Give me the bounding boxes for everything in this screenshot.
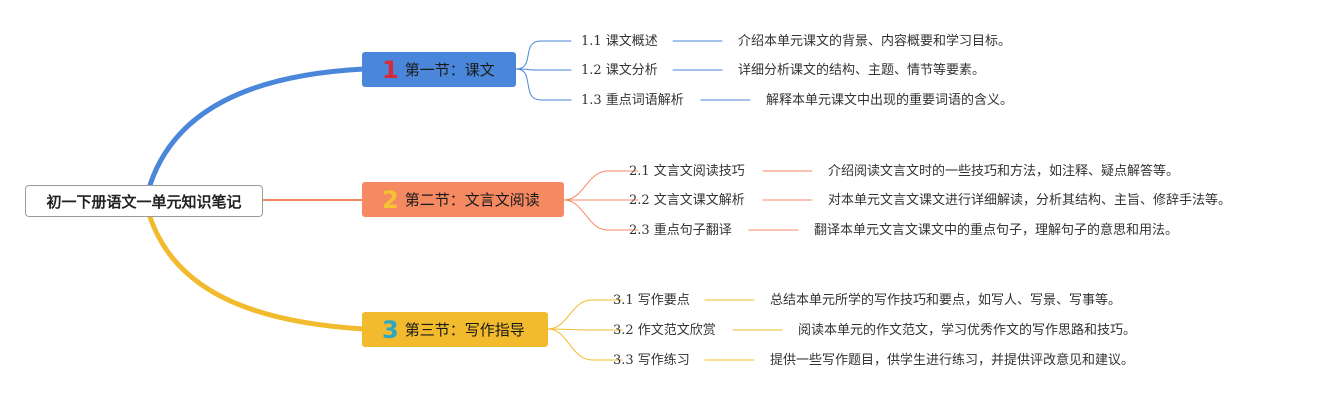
connector-1-2 [515,68,572,71]
section-title-3: 第三节：写作指导 [404,321,525,339]
section-title-2: 第二节：文言文阅读 [404,191,540,209]
connector-1-1 [515,40,572,70]
item-desc-1-2: 详细分析课文的结构、主题、情节等要素。 [738,63,986,78]
item-desc-2-3: 翻译本单元文言文课文中的重点句子，理解句子的意思和用法。 [814,223,1179,238]
item-desc-3-2: 阅读本单元的作文范文，学习优秀作文的写作思路和技巧。 [798,323,1137,338]
item-desc-1-1: 介绍本单元课文的背景、内容概要和学习目标。 [738,34,1012,49]
item-label-1-2: 1.2 课文分析 [581,63,658,78]
item-desc-2-1: 介绍阅读文言文时的一些技巧和方法，如注释、疑点解答等。 [828,164,1180,179]
connector-3-1 [547,299,623,330]
section-node-3[interactable]: 3 第三节：写作指导 [362,312,548,347]
section-number-1: 1 [382,55,399,84]
section-node-1[interactable]: 1 第一节：课文 [362,52,516,87]
item-label-3-2: 3.2 作文范文欣赏 [613,323,716,338]
connector-3-2 [547,328,623,331]
item-desc-1-3: 解释本单元课文中出现的重要词语的含义。 [766,93,1014,108]
item-label-3-3: 3.3 写作练习 [613,353,690,368]
section-number-2: 2 [382,185,399,214]
item-label-2-1: 2.1 文言文阅读技巧 [629,164,745,179]
root-title: 初一下册语文一单元知识笔记 [46,192,242,211]
item-desc-3-1: 总结本单元所学的写作技巧和要点，如写人、写景、写事等。 [770,293,1122,308]
item-label-3-1: 3.1 写作要点 [613,293,690,308]
item-label-2-2: 2.2 文言文课文解析 [629,193,745,208]
item-desc-3-3: 提供一些写作题目，供学生进行练习，并提供评改意见和建议。 [770,353,1135,368]
item-desc-2-2: 对本单元文言文课文进行详细解读，分析其结构、主旨、修辞手法等。 [828,193,1232,208]
connector-2-3 [563,199,639,231]
item-label-2-3: 2.3 重点句子翻译 [629,223,732,238]
item-label-1-1: 1.1 课文概述 [581,34,658,49]
item-label-1-3: 1.3 重点词语解析 [581,93,684,108]
section-title-1: 第一节：课文 [404,61,495,79]
connector-2-1 [563,170,639,201]
branch-root-section-3 [147,214,367,332]
root-node[interactable]: 初一下册语文一单元知识笔记 [25,185,263,217]
section-node-2[interactable]: 2 第二节：文言文阅读 [362,182,564,217]
connector-3-3 [547,328,623,361]
connector-1-3 [515,68,572,101]
section-number-3: 3 [382,315,399,344]
branch-root-section-1 [147,66,367,188]
